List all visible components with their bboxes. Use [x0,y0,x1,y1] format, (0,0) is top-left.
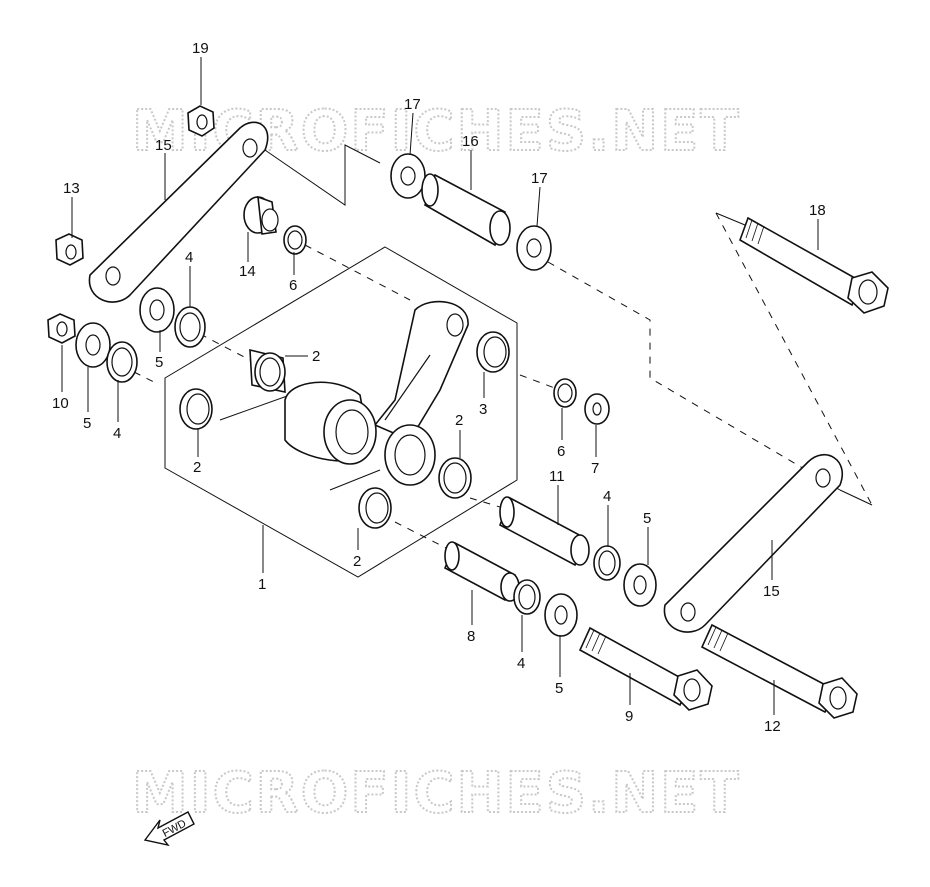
part-1-cushion-lever [284,300,469,486]
part-13-nut [55,233,84,266]
callout-2-d: 2 [353,553,361,570]
part-12-bolt [700,623,858,719]
callout-14: 14 [239,263,256,280]
callout-13: 13 [63,180,80,197]
callout-5-right: 5 [643,510,651,527]
callout-15-upper: 15 [155,137,172,154]
part-4-seal-right [593,545,621,581]
assembly-outline [164,246,518,578]
callout-19: 19 [192,40,209,57]
callout-7: 7 [591,460,599,477]
part-2-bearing-d [358,487,392,529]
callout-8: 8 [467,628,475,645]
callout-9: 9 [625,708,633,725]
callout-12: 12 [764,718,781,735]
callout-4-lower: 4 [517,655,525,672]
part-16-sleeve [421,173,511,247]
part-5-washer-lower [544,593,578,637]
part-2-bearing-a [249,348,286,394]
callout-5-left: 5 [83,415,91,432]
part-10-nut [47,313,76,344]
callout-4-left: 4 [113,425,121,442]
part-15-link-rod-lower [663,454,843,633]
part-4-seal-left [106,341,138,383]
callout-16: 16 [462,133,479,150]
callout-leaders [61,57,819,715]
part-5-washer-mid [139,287,175,333]
watermark-bottom: MICROFICHES.NET [132,761,741,826]
part-6-seal-upper [283,225,307,255]
part-11-sleeve [499,496,590,567]
callout-2-b: 2 [193,459,201,476]
callout-numbers: 19 17 16 17 15 13 14 6 18 4 5 2 10 5 4 2… [52,40,826,735]
callout-4-right: 4 [603,488,611,505]
callout-2-a: 2 [312,348,320,365]
part-17-washer-lower [516,225,552,271]
part-5-washer-right [623,563,657,607]
callout-6-lower: 6 [557,443,565,460]
part-15-link-rod-upper [88,121,269,303]
part-6-seal-lower [553,378,577,408]
part-2-bearing-c [438,457,472,499]
part-8-sleeve [443,541,520,602]
part-19-nut [187,105,215,137]
callout-3: 3 [479,401,487,418]
callout-4-mid: 4 [185,249,193,266]
part-2-bearing-b [179,388,213,430]
part-14-collar [243,195,279,235]
part-4-seal-lower [513,579,541,615]
callout-6-upper: 6 [289,277,297,294]
callout-1: 1 [258,576,266,593]
callout-5-mid: 5 [155,354,163,371]
callout-18: 18 [809,202,826,219]
callout-17-upper: 17 [404,96,421,113]
callout-5-lower: 5 [555,680,563,697]
callout-10: 10 [52,395,69,412]
part-18-bolt [739,216,889,314]
callout-11: 11 [549,468,565,485]
callout-15-lower: 15 [763,583,780,600]
assembly-lines [133,144,873,551]
part-5-washer-left [75,322,111,368]
part-17-washer-upper [390,153,426,199]
callout-17-lower: 17 [531,170,548,187]
callout-2-c: 2 [455,412,463,429]
part-4-seal-mid [174,306,206,348]
part-9-bolt [578,626,713,711]
part-7-washer [584,393,610,425]
part-3-bearing [476,331,510,373]
